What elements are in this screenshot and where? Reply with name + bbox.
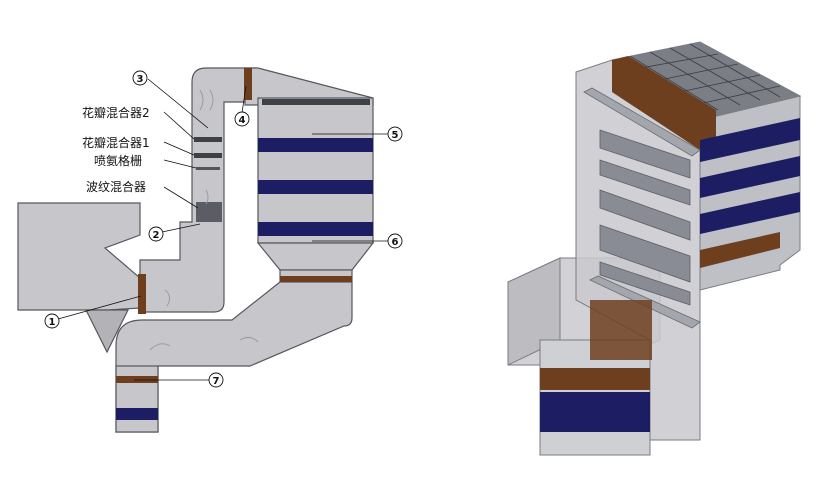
callout-markers [44,70,403,388]
petal-mixer-2-bar [194,137,222,142]
outlet-cone [256,242,375,271]
iso-mixers [599,129,691,306]
callout-1: 1 [49,317,56,328]
inlet-hopper [17,202,141,311]
label-petal-mixer-2: 花瓣混合器2 [82,106,150,120]
iso-catalyst-2 [700,156,800,198]
iso-lower-band [540,368,650,390]
iso-pipe-top [583,87,701,157]
ammonia-grid-bar [196,167,220,170]
callout-2: 2 [153,230,160,241]
leader-lines [57,78,388,381]
iso-bottom-band [700,232,780,268]
petal-mixer-1-bar [194,153,222,158]
hopper-cone [85,309,129,354]
reactor-body [257,97,374,244]
connector-band [280,276,352,282]
flow-curls [149,89,259,351]
riser-band [138,274,146,314]
rectifier-grid [262,99,370,105]
callout-3: 3 [137,74,144,85]
top-band [244,68,252,100]
left-bands [116,68,373,420]
catalyst-layer-2 [258,180,373,194]
label-corrugated-mixer: 波纹混合器 [86,180,147,194]
catalyst-layer-1 [258,138,373,152]
callout-4: 4 [239,115,246,126]
outlet-band [116,376,158,383]
outlet-catalyst [116,408,158,420]
callout-7: 7 [213,376,220,387]
bottom-outlet [115,365,159,433]
label-ammonia-grid: 喷氨格栅 [94,154,143,168]
iso-top-band [612,56,716,150]
iso-lower-catalyst [540,392,650,432]
right-3d-details [540,43,800,432]
iso-mixing-box [590,300,652,360]
label-petal-mixer-1: 花瓣混合器1 [82,136,150,150]
corrugated-mixer-block [196,202,222,222]
iso-catalyst-3 [700,192,800,234]
left-section-diagram [17,67,375,433]
iso-catalyst-1 [700,118,800,162]
catalyst-layer-3 [258,222,373,236]
callout-6: 6 [392,237,399,248]
riser-duct [139,67,256,313]
callout-5: 5 [392,130,399,141]
